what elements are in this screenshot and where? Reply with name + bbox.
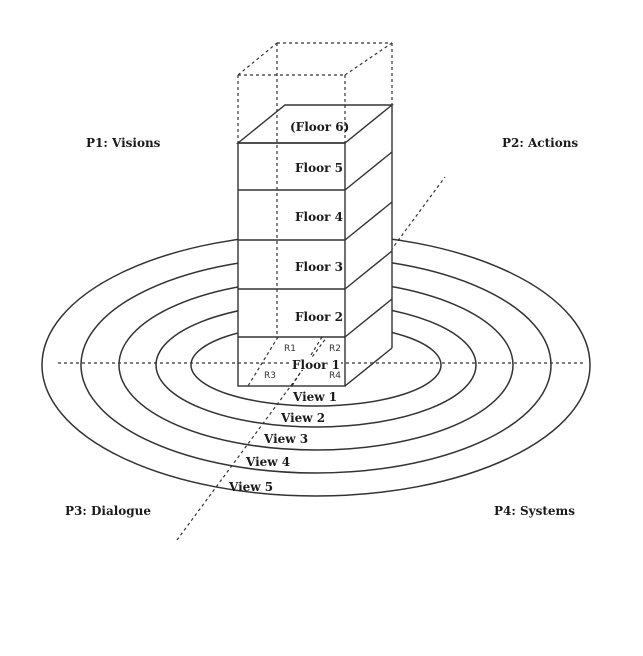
perspective-p3-label: P3: Dialogue — [65, 504, 151, 518]
perspective-p2-label: P2: Actions — [502, 136, 578, 150]
floor-6-label: (Floor 6) — [290, 120, 349, 134]
floor-5-label: Floor 5 — [295, 161, 343, 175]
tower — [236, 104, 394, 387]
perspective-p4-label: P4: Systems — [494, 504, 575, 518]
floor-1-label: Floor 1 — [292, 358, 340, 372]
room-r2-label: R2 — [329, 344, 341, 354]
room-r3-label: R3 — [264, 371, 276, 381]
view-3-label: View 3 — [263, 432, 308, 446]
view-1-label: View 1 — [292, 390, 337, 404]
view-5-label: View 5 — [228, 480, 273, 494]
floor-2-label: Floor 2 — [295, 310, 343, 324]
room-r1-label: R1 — [284, 344, 296, 354]
floor-1-label-bg — [291, 357, 341, 370]
floor-3-label: Floor 3 — [295, 260, 343, 274]
perspective-p1-label: P1: Visions — [86, 136, 161, 150]
view-4-label: View 4 — [245, 455, 290, 469]
room-r4-label: R4 — [329, 371, 341, 381]
view-2-label: View 2 — [280, 411, 325, 425]
floor-4-label: Floor 4 — [295, 210, 343, 224]
